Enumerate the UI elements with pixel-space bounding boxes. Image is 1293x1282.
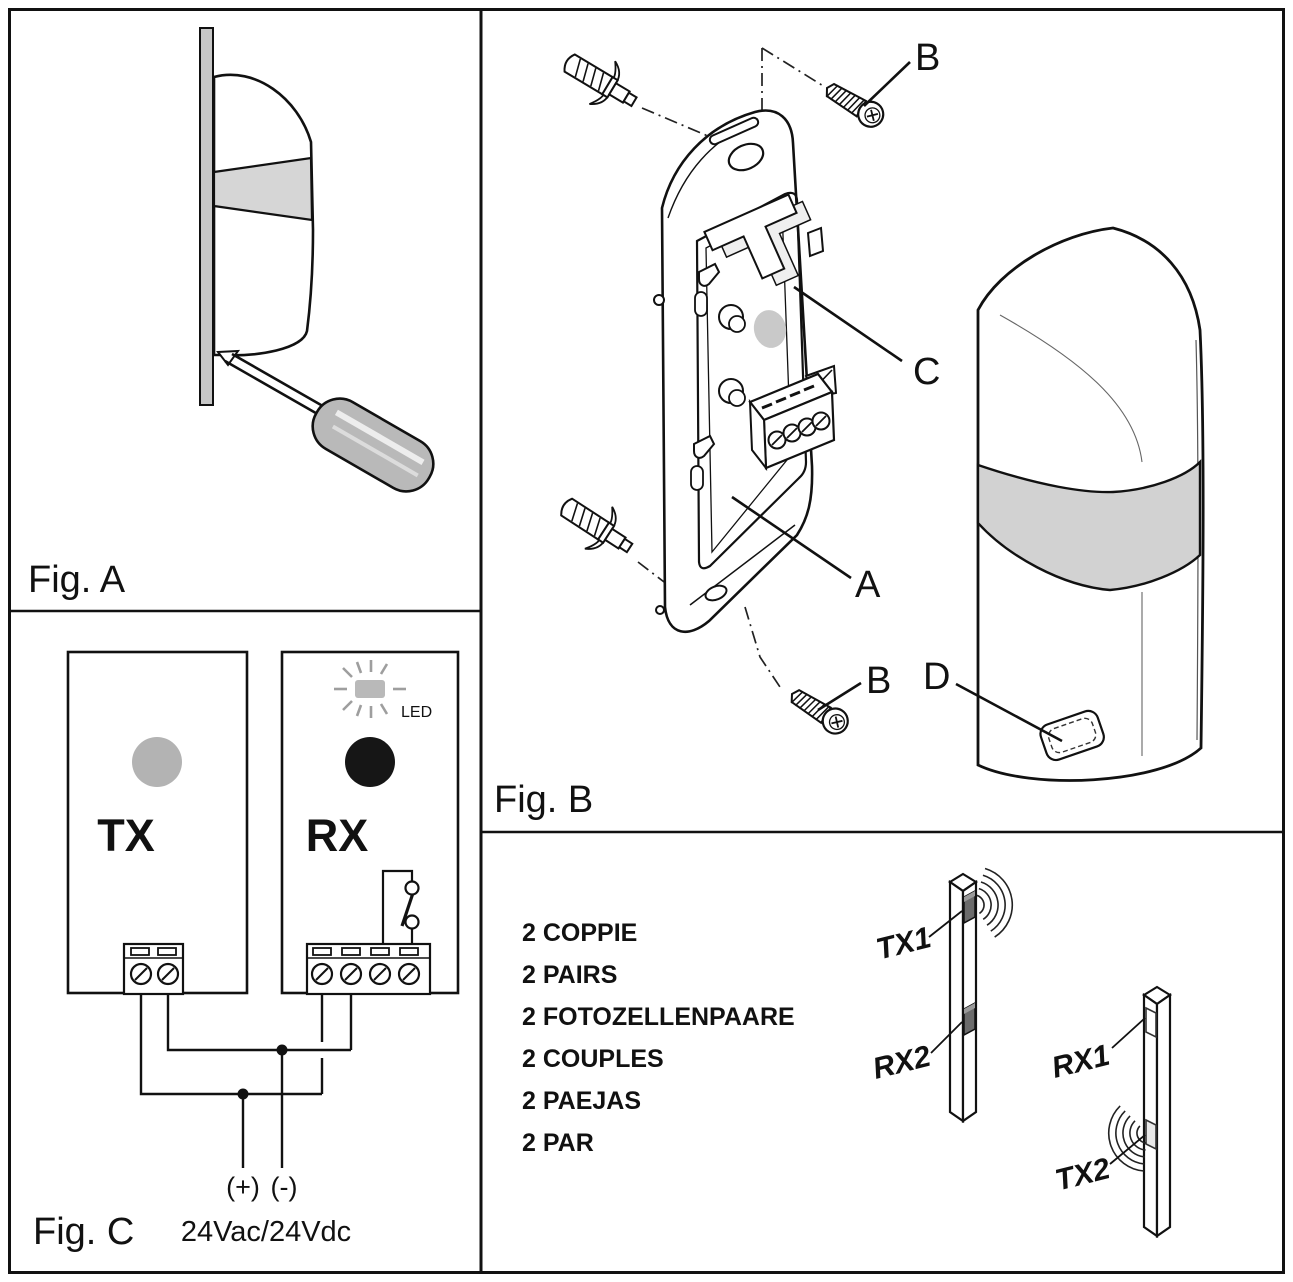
boss-post-upper-top	[728, 315, 746, 333]
fig-b-panel: B C A B D Fig. B	[494, 37, 1205, 821]
handle-highlight	[334, 409, 425, 465]
side-tab-upper	[806, 226, 825, 258]
tx-terminal-block	[122, 942, 185, 996]
pairs-item-es: 2 PAEJAS	[522, 1087, 641, 1115]
inner-recess	[695, 191, 808, 570]
supply-wiring	[139, 994, 353, 1168]
label-screw-top: B	[915, 37, 940, 79]
led-indicator: LED	[334, 660, 432, 721]
side-clip-lower	[693, 434, 716, 459]
photocell-visor-band	[212, 156, 314, 222]
pairs-item-de: 2 FOTOZELLENPAARE	[522, 1003, 795, 1031]
top-screw-hole	[727, 142, 765, 172]
relay-contact	[381, 869, 420, 945]
junction-dot-plus	[237, 1088, 249, 1100]
minus-label: (-)	[271, 1172, 298, 1202]
tx1-leader	[928, 910, 963, 938]
screwdriver-blade	[224, 352, 329, 418]
label-back-plate: A	[855, 564, 881, 606]
rx-terminal-block	[305, 942, 432, 996]
pairs-item-it: 2 COPPIE	[522, 919, 637, 947]
led-rays	[334, 660, 406, 718]
rx1-leader	[1111, 1017, 1146, 1049]
led-body	[355, 680, 385, 698]
knockout-disc	[753, 310, 787, 348]
wall-section	[199, 27, 214, 406]
pairs-item-pt: 2 PAR	[522, 1129, 594, 1157]
screwdriver	[216, 349, 435, 493]
tx1-photocell-top	[964, 891, 975, 902]
label-cover-slot: D	[923, 656, 950, 698]
edge-lug-upper	[653, 294, 665, 306]
plus-label: (+)	[226, 1172, 260, 1202]
t-bracket	[703, 193, 812, 287]
edge-lug-lower	[655, 605, 665, 615]
boss-post-lower-top	[728, 389, 746, 407]
label-inner-bracket: C	[913, 351, 940, 393]
cover-crease	[999, 314, 1143, 463]
fig-b-caption: Fig. B	[494, 779, 593, 821]
bottom-screw-hole	[704, 584, 728, 602]
fig-a-caption: Fig. A	[28, 559, 126, 601]
led-label: LED	[401, 704, 432, 721]
handle-highlight-2	[331, 424, 419, 478]
rx2-photocell-top	[964, 1003, 975, 1014]
part-leaders	[731, 61, 1063, 743]
tx-label: TX	[97, 810, 155, 861]
side-clip-upper	[698, 262, 721, 287]
pairs-item-en: 2 PAIRS	[522, 961, 617, 989]
label-screw-bottom: B	[866, 660, 891, 702]
fig-a-panel: Fig. A	[28, 27, 435, 601]
terminal-block-3d	[748, 372, 836, 472]
supply-voltage-label: 24Vac/24Vdc	[181, 1216, 351, 1248]
tx2-photocell	[1145, 1118, 1157, 1151]
tx2-leader	[1109, 1134, 1146, 1165]
front-cover	[976, 226, 1205, 782]
photocell-side-profile	[212, 73, 315, 357]
rx1-photocell	[1145, 1006, 1157, 1039]
top-slot	[708, 116, 760, 146]
tx-lens	[132, 737, 182, 787]
fig-c-panel: TX RX LED	[33, 650, 460, 1253]
tx-unit-box	[66, 650, 249, 995]
junction-dot-minus	[276, 1044, 288, 1056]
rx-label: RX	[306, 810, 369, 861]
rx2-leader	[930, 1021, 963, 1054]
back-plate	[653, 109, 838, 634]
clip-channel-lower	[690, 465, 704, 491]
rx-lens	[345, 737, 395, 787]
tx2-beam-waves	[1107, 1105, 1147, 1172]
clip-channel-upper	[694, 291, 708, 317]
fig-c-caption: Fig. C	[33, 1211, 134, 1253]
pairs-item-fr: 2 COUPLES	[522, 1045, 664, 1073]
cover-release-slot	[1039, 709, 1105, 762]
pairs-list: 2 COPPIE 2 PAIRS 2 FOTOZELLENPAARE 2 COU…	[522, 919, 795, 1157]
cover-visor-band	[976, 459, 1202, 592]
tx1-beam-waves	[976, 867, 1014, 938]
contact-blade	[400, 889, 416, 927]
